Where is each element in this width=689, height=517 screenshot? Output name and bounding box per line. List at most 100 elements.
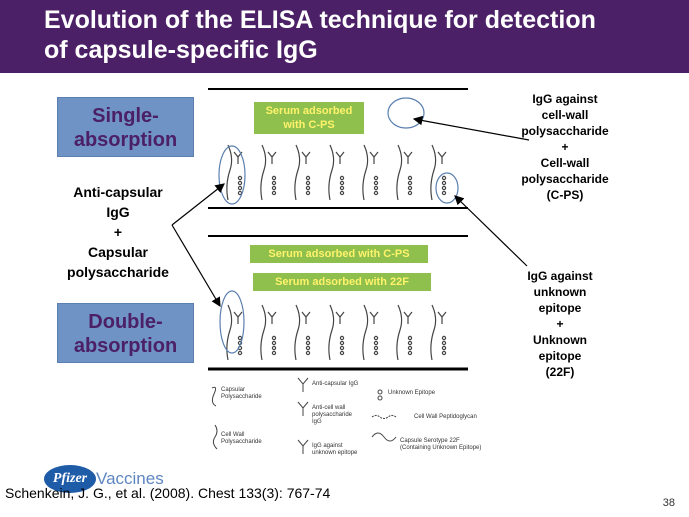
polysaccharide-strand [396, 304, 403, 361]
highlight-ellipse-right [435, 172, 459, 204]
epitope-bead [305, 335, 311, 341]
cell-wall-ps-note-line-7: (C-PS) [546, 188, 584, 202]
epitope-bead [373, 350, 379, 356]
epitope-bead [441, 345, 447, 351]
epitope-bead [271, 345, 277, 351]
cell-wall-ps-note-line-3: polysaccharide [521, 124, 609, 138]
legend-anti-capsular-igg: Anti-capsular IgG [312, 381, 358, 388]
epitope-bead [441, 340, 447, 346]
epitope-bead [373, 180, 379, 186]
epitope-bead [441, 185, 447, 191]
arrow-to-unknown [454, 195, 528, 267]
epitope-bead [373, 345, 379, 351]
legend-unknown-epitope: Unknown Epitope [388, 390, 435, 397]
epitope-bead [339, 190, 345, 196]
epitope-bead [305, 350, 311, 356]
legend-cell-wall-ps-icon [212, 424, 218, 450]
double-tag2-text: Serum adsorbed with 22F [275, 276, 409, 288]
legend-peptidoglycan-icon [371, 415, 397, 419]
epitope-bead [441, 180, 447, 186]
epitope-bead [373, 340, 379, 346]
anti-capsular-note: Anti-capsular IgG + Capsular polysacchar… [48, 182, 188, 282]
legend-icons [211, 377, 397, 454]
epitope-bead [271, 335, 277, 341]
legend-cell-wall-ps-line-2: Polysaccharide [221, 439, 262, 445]
epitope-bead [305, 180, 311, 186]
polysaccharide-strand [328, 304, 335, 361]
epitope-bead [305, 190, 311, 196]
polysaccharide-strand [294, 304, 301, 361]
epitope-bead [339, 180, 345, 186]
single-absorption-line1: Single- [92, 105, 159, 127]
citation: Schenkein, J. G., et al. (2008). Chest 1… [5, 485, 331, 501]
unknown-epitope-note-line-2: unknown [533, 285, 587, 299]
epitope-bead [271, 350, 277, 356]
unknown-epitope-note-line-5: Unknown [533, 333, 587, 347]
polysaccharide-strand [260, 304, 267, 361]
legend-peptidoglycan-line-1: Cell Wall Peptidoglycan [414, 414, 477, 420]
epitope-bead [305, 175, 311, 181]
single-absorption-line2: absorption [73, 129, 178, 151]
note-line1: Anti-capsular [73, 184, 163, 200]
single-tag-line1: Serum adsorbed [265, 105, 353, 117]
double-absorption-line2: absorption [73, 335, 178, 357]
epitope-bead [237, 175, 243, 181]
cell-wall-ps-note-line-2: cell-wall [541, 108, 589, 122]
legend-anti-cell-wall-igg-line-2: polysaccharide [312, 412, 353, 418]
legend-igg-unknown-line-2: unknown epitope [312, 450, 358, 456]
polysaccharide-strand [396, 144, 403, 201]
double-absorption-line1: Double- [88, 311, 163, 333]
epitope-bead [441, 350, 447, 356]
legend-cell-wall-ps-line-1: Cell Wall [221, 432, 245, 438]
epitope-bead [305, 185, 311, 191]
epitope-bead [271, 180, 277, 186]
epitope-bead [373, 190, 379, 196]
legend-capsular-ps-icon [211, 386, 217, 407]
legend-capsule-22f-line-2: (Containing Unknown Epitope) [400, 445, 482, 451]
epitope-bead [237, 185, 243, 191]
legend-igg-unknown-line-1: IgG against [312, 443, 343, 449]
highlight-ellipse-left [219, 290, 245, 354]
arrow-to-single [171, 183, 225, 226]
single-absorption-panel [208, 88, 468, 209]
legend-capsular-ps-line-1: Capsular [221, 387, 246, 393]
epitope-bead [373, 185, 379, 191]
epitope-bead [339, 335, 345, 341]
double-tag1-text: Serum adsorbed with C-PS [268, 248, 410, 260]
epitope-bead [339, 175, 345, 181]
unknown-epitope-note-line-6: epitope [538, 349, 582, 363]
note-line2: IgG [106, 204, 130, 220]
epitope-bead [237, 190, 243, 196]
double-absorption-label: Double- absorption [57, 303, 194, 363]
arrow-to-double [171, 224, 221, 308]
legend-capsule-22f-icon [371, 432, 397, 442]
bacterial-strands [226, 144, 447, 201]
igg-antibody-glyph [267, 311, 277, 324]
polysaccharide-strand [260, 144, 267, 201]
legend-anti-cell-wall-igg-line-1: Anti-cell wall [312, 405, 346, 411]
page-number: 38 [662, 497, 675, 509]
legend-anti-capsular-igg-icon [297, 377, 309, 392]
epitope-bead [237, 350, 243, 356]
highlight-ellipse-left [218, 145, 246, 205]
cell-wall-ps-note-line-5: Cell-wall [540, 156, 590, 170]
epitope-bead [407, 185, 413, 191]
epitope-bead [339, 345, 345, 351]
single-tag-line2: with C-PS [283, 119, 335, 131]
igg-antibody-glyph [369, 311, 379, 324]
polysaccharide-strand [430, 304, 437, 361]
polysaccharide-strand [294, 144, 301, 201]
epitope-bead [407, 190, 413, 196]
unknown-epitope-note-line-1: IgG against [527, 269, 593, 283]
igg-antibody-glyph [369, 151, 379, 164]
legend-unknown-epitope-line-1: Unknown Epitope [388, 390, 436, 396]
note-line5: polysaccharide [67, 264, 169, 280]
double-absorption-panel [208, 235, 468, 371]
polysaccharide-strand [226, 144, 233, 201]
legend-anti-capsular-igg-line-1: Anti-capsular IgG [312, 381, 359, 387]
